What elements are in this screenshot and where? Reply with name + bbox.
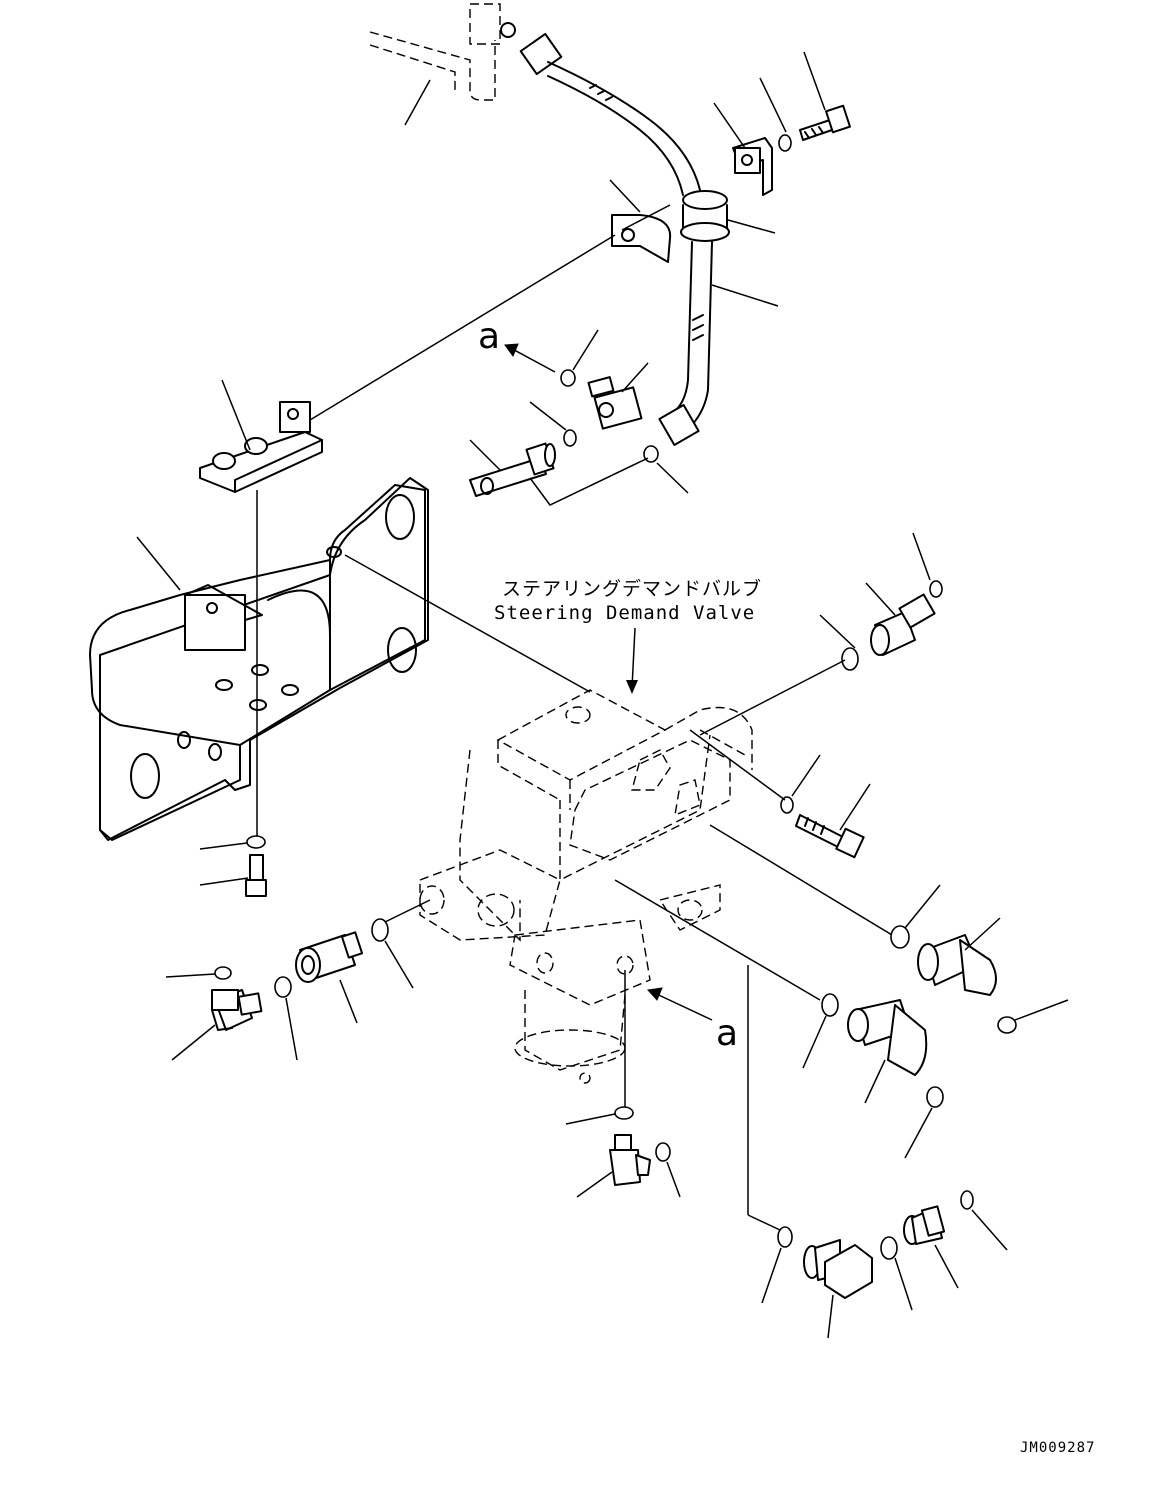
o-ring-bottom-centre <box>614 1106 634 1120</box>
o-ring-right-4 <box>926 1086 944 1108</box>
leader-plate <box>221 379 251 451</box>
elbow-fitting-upper <box>587 376 643 430</box>
restrictor-fitting <box>469 442 556 497</box>
leader-hose <box>711 284 779 307</box>
straight-adapter-left <box>295 931 364 983</box>
bolt-top <box>799 104 851 141</box>
leader-pipe <box>404 79 431 126</box>
straight-fitting-bottom <box>903 1205 946 1245</box>
mounting-plate-small <box>199 401 323 493</box>
assembly-line-top-right <box>699 659 846 736</box>
view-marker-a-top: a <box>478 316 500 357</box>
block-fitting-bottom <box>803 1239 873 1299</box>
elbow-fitting-top-right <box>841 580 943 671</box>
washer-bracket <box>246 835 266 849</box>
bolt-valve <box>795 814 865 859</box>
o-ring-right-2 <box>997 1016 1017 1034</box>
leader-hose-clip <box>609 179 641 213</box>
leader-bracket <box>136 536 181 591</box>
drawing-code: JM009287 <box>1020 1440 1095 1456</box>
washer-top <box>778 134 792 152</box>
view-marker-a-bottom: a <box>716 1013 738 1054</box>
assembly-line-clip <box>309 234 616 421</box>
leader-clamp-bracket <box>713 102 746 149</box>
o-ring-left-2 <box>274 976 292 998</box>
washer-valve <box>780 796 794 814</box>
hose-clip <box>611 214 672 263</box>
hose-clamp-bracket <box>732 137 773 196</box>
assembly-line-left <box>384 899 431 923</box>
o-ring-left-1 <box>371 918 389 942</box>
elbow-fitting-left <box>211 989 263 1031</box>
assembly-line-right-2 <box>614 879 821 1001</box>
valve-caption-english: Steering Demand Valve <box>494 602 755 624</box>
o-ring-left-3 <box>214 966 232 980</box>
valve-caption-arrow <box>631 627 636 689</box>
assembly-line-right-1 <box>709 824 893 936</box>
bolt-bracket <box>245 854 267 897</box>
valve-caption-japanese: ステアリングデマンドバルブ <box>502 577 762 600</box>
o-ring-a1 <box>560 369 576 387</box>
leader-bolt-top <box>803 51 826 111</box>
assembly-line-bolt-valve <box>689 729 786 801</box>
steering-valve-bracket <box>89 477 429 841</box>
elbow-fitting-right-1 <box>917 934 997 996</box>
assembly-line-clip-2 <box>621 204 671 231</box>
elbow-fitting-right-2 <box>847 999 928 1076</box>
o-ring-bottom-centre-2 <box>655 1142 671 1162</box>
steering-hose <box>519 32 730 446</box>
o-ring-right-3 <box>821 993 839 1017</box>
o-ring-bottom-1 <box>777 1226 793 1248</box>
leader-grommet <box>727 219 776 234</box>
dashed-pipe-reference <box>369 3 516 101</box>
o-ring-a2 <box>563 429 577 447</box>
o-ring-bottom-2 <box>880 1236 898 1260</box>
o-ring-bottom-3 <box>960 1190 974 1210</box>
steering-demand-valve <box>419 689 753 1084</box>
elbow-fitting-bottom-centre <box>609 1134 651 1186</box>
assembly-line-bracket-valve <box>344 554 591 693</box>
o-ring-right-1 <box>890 925 910 949</box>
leader-washer-top <box>759 77 787 133</box>
